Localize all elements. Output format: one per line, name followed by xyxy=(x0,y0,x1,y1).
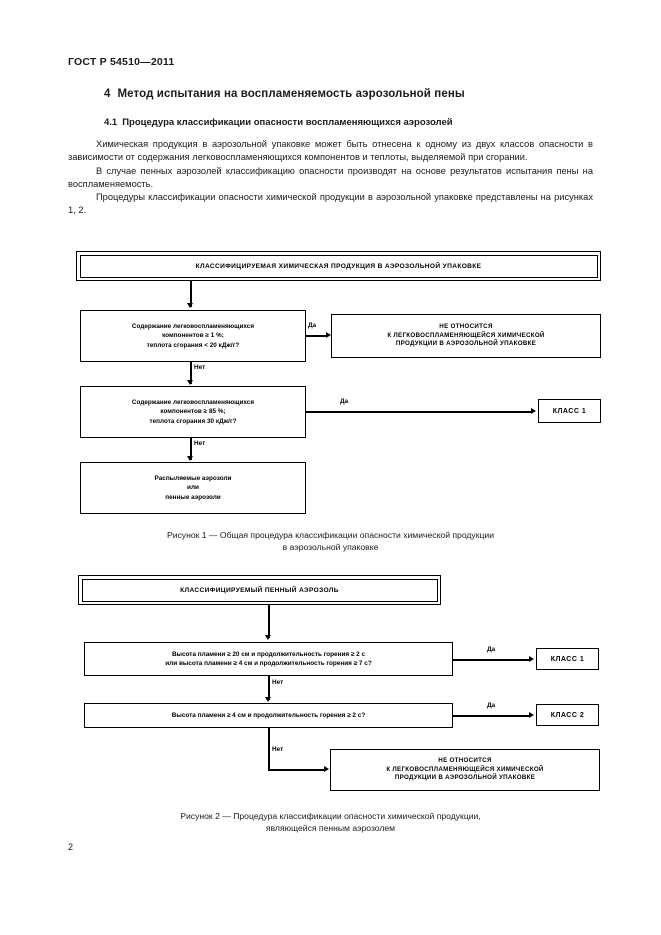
fig1-end-line1: Распыляемые аэрозоли xyxy=(154,474,232,482)
fig2-start-label: КЛАССИФИЦИРУЕМЫЙ ПЕННЫЙ АЭРОЗОЛЬ xyxy=(180,586,339,594)
fig2-d2-yes-label: Да xyxy=(487,702,496,709)
page-title: 4 Метод испытания на воспламеняемость аэр… xyxy=(104,88,465,100)
fig1-d2-line2: компонентов ≥ 85 %; xyxy=(160,408,226,416)
fig2-start-box: КЛАССИФИЦИРУЕМЫЙ ПЕННЫЙ АЭРОЗОЛЬ xyxy=(78,575,441,605)
figure-1-flowchart: КЛАССИФИЦИРУЕМАЯ ХИМИЧЕСКАЯ ПРОДУКЦИЯ В … xyxy=(76,251,601,514)
fig2-d1-line2: или высота пламени ≥ 4 см и продолжитель… xyxy=(165,660,372,667)
fig1-d1-no-label: Нет xyxy=(194,364,206,371)
fig2-connector-d1-d2 xyxy=(268,676,270,700)
fig1-connector-d1-d2 xyxy=(190,362,192,384)
fig1-nf-line2: К ЛЕГКОВОСПЛАМЕНЯЮЩЕЙСЯ ХИМИЧЕСКОЙ xyxy=(387,331,545,339)
fig2-class2-box: КЛАСС 2 xyxy=(536,704,599,726)
subsection-title: Процедура классификации опасности воспла… xyxy=(122,117,453,128)
fig1-arrow-d2-end xyxy=(187,456,194,461)
fig1-d2-yes-label: Да xyxy=(340,398,349,405)
figure-2-caption: Рисунок 2 — Процедура классификации опас… xyxy=(0,810,661,834)
fig1-nf-line1: НЕ ОТНОСИТСЯ xyxy=(439,323,493,331)
fig2-arrow-d2-yes xyxy=(529,711,534,718)
fig2-connector-d2-yes xyxy=(453,715,531,717)
fig1-caption-line2: в аэрозольной упаковке xyxy=(282,542,379,552)
section-number: 4 xyxy=(104,88,111,100)
fig1-caption-line1: Рисунок 1 — Общая процедура классификаци… xyxy=(166,530,495,540)
fig1-d1-line2: компонентов ≥ 1 %; xyxy=(162,332,224,340)
fig1-d1-line3: теплота сгорания < 20 кДж/г? xyxy=(146,341,240,349)
fig2-arrow-start-d1 xyxy=(265,635,272,640)
paragraph-2: В случае пенных аэрозолей классификацию … xyxy=(68,165,593,189)
fig1-connector-d2-end xyxy=(190,438,192,460)
fig1-connector-d1-yes xyxy=(306,335,328,337)
fig1-d2-no-label: Нет xyxy=(194,440,206,447)
fig1-decision-2: Содержание легковоспламеняющихся компоне… xyxy=(80,386,306,438)
section-title: Метод испытания на воспламеняемость аэро… xyxy=(117,88,465,100)
fig1-end-box: Распыляемые аэрозоли или пенные аэрозоли xyxy=(80,462,306,514)
fig2-arrow-d2-nf xyxy=(324,765,329,772)
fig2-caption-line1: Рисунок 2 — Процедура классификации опас… xyxy=(180,811,481,821)
paragraph-1: Химическая продукция в аэрозольной упако… xyxy=(68,139,593,163)
fig2-d1-line1: Высота пламени ≥ 20 см и продолжительнос… xyxy=(171,650,366,658)
fig2-arrow-d1-yes xyxy=(529,655,534,662)
fig1-decision-1: Содержание легковоспламеняющихся компоне… xyxy=(80,310,306,362)
paragraph-3: Процедуры классификации опасности химиче… xyxy=(68,192,593,216)
fig2-decision-1: Высота пламени ≥ 20 см и продолжительнос… xyxy=(84,642,453,676)
figure-1-caption: Рисунок 1 — Общая процедура классификаци… xyxy=(0,529,661,553)
fig2-arrow-d1-d2 xyxy=(265,697,272,702)
standard-header: ГОСТ Р 54510—2011 xyxy=(68,56,175,68)
fig2-not-flammable-box: НЕ ОТНОСИТСЯ К ЛЕГКОВОСПЛАМЕНЯЮЩЕЙСЯ ХИМ… xyxy=(330,749,600,791)
fig2-connector-d2-nf-v xyxy=(268,728,270,770)
fig1-start-label: КЛАССИФИЦИРУЕМАЯ ХИМИЧЕСКАЯ ПРОДУКЦИЯ В … xyxy=(195,262,482,270)
fig2-caption-line2: являющейся пенным аэрозолем xyxy=(265,823,396,833)
fig1-d2-line3: теплота сгорания 30 кДж/г? xyxy=(149,417,237,425)
fig2-d2-no-label: Нет xyxy=(272,746,284,753)
fig2-connector-start-d1 xyxy=(268,605,270,638)
fig2-d1-yes-label: Да xyxy=(487,646,496,653)
fig1-connector-start-d1 xyxy=(190,281,192,307)
fig1-arrow-d2-yes xyxy=(531,407,536,414)
figure-2-flowchart: КЛАССИФИЦИРУЕМЫЙ ПЕННЫЙ АЭРОЗОЛЬ Высота … xyxy=(78,575,600,791)
fig1-arrow-start-d1 xyxy=(187,303,194,308)
fig1-d1-yes-label: Да xyxy=(308,322,317,329)
fig1-start-box: КЛАССИФИЦИРУЕМАЯ ХИМИЧЕСКАЯ ПРОДУКЦИЯ В … xyxy=(76,251,601,281)
fig2-class2-label: КЛАСС 2 xyxy=(550,711,585,719)
fig2-decision-2: Высота пламени ≥ 4 см и продолжительност… xyxy=(84,703,453,728)
fig1-d1-line1: Содержание легковоспламеняющихся xyxy=(131,323,255,331)
fig1-arrow-d1-d2 xyxy=(187,380,194,385)
body-text: Химическая продукция в аэрозольной упако… xyxy=(68,138,593,218)
fig1-end-line3: пенные аэрозоли xyxy=(165,493,221,501)
fig2-d2-line1: Высота пламени ≥ 4 см и продолжительност… xyxy=(171,711,366,719)
fig2-nf-line3: ПРОДУКЦИИ В АЭРОЗОЛЬНОЙ УПАКОВКЕ xyxy=(394,774,536,782)
fig2-connector-d2-nf-h xyxy=(268,769,326,771)
fig2-nf-line2: К ЛЕГКОВОСПЛАМЕНЯЮЩЕЙСЯ ХИМИЧЕСКОЙ xyxy=(386,765,544,773)
fig2-d1-no-label: Нет xyxy=(272,679,284,686)
subsection-heading: 4.1 Процедура классификации опасности вос… xyxy=(104,117,453,128)
fig1-class1-box: КЛАСС 1 xyxy=(538,399,601,423)
fig1-end-line2: или xyxy=(187,484,199,492)
fig2-connector-d1-yes xyxy=(453,659,531,661)
subsection-number: 4.1 xyxy=(104,117,118,128)
fig1-not-flammable-box: НЕ ОТНОСИТСЯ К ЛЕГКОВОСПЛАМЕНЯЮЩЕЙСЯ ХИМ… xyxy=(331,314,601,358)
fig2-class1-box: КЛАСС 1 xyxy=(536,648,599,670)
fig1-d2-line1: Содержание легковоспламеняющихся xyxy=(131,399,255,407)
fig1-arrow-d1-yes xyxy=(326,331,331,338)
fig2-class1-label: КЛАСС 1 xyxy=(550,655,585,663)
page-number: 2 xyxy=(68,842,74,852)
fig2-nf-line1: НЕ ОТНОСИТСЯ xyxy=(438,757,492,765)
fig1-nf-line3: ПРОДУКЦИИ В АЭРОЗОЛЬНОЙ УПАКОВКЕ xyxy=(395,340,537,348)
fig1-connector-d2-yes xyxy=(306,411,533,413)
fig1-class1-label: КЛАСС 1 xyxy=(552,407,587,415)
